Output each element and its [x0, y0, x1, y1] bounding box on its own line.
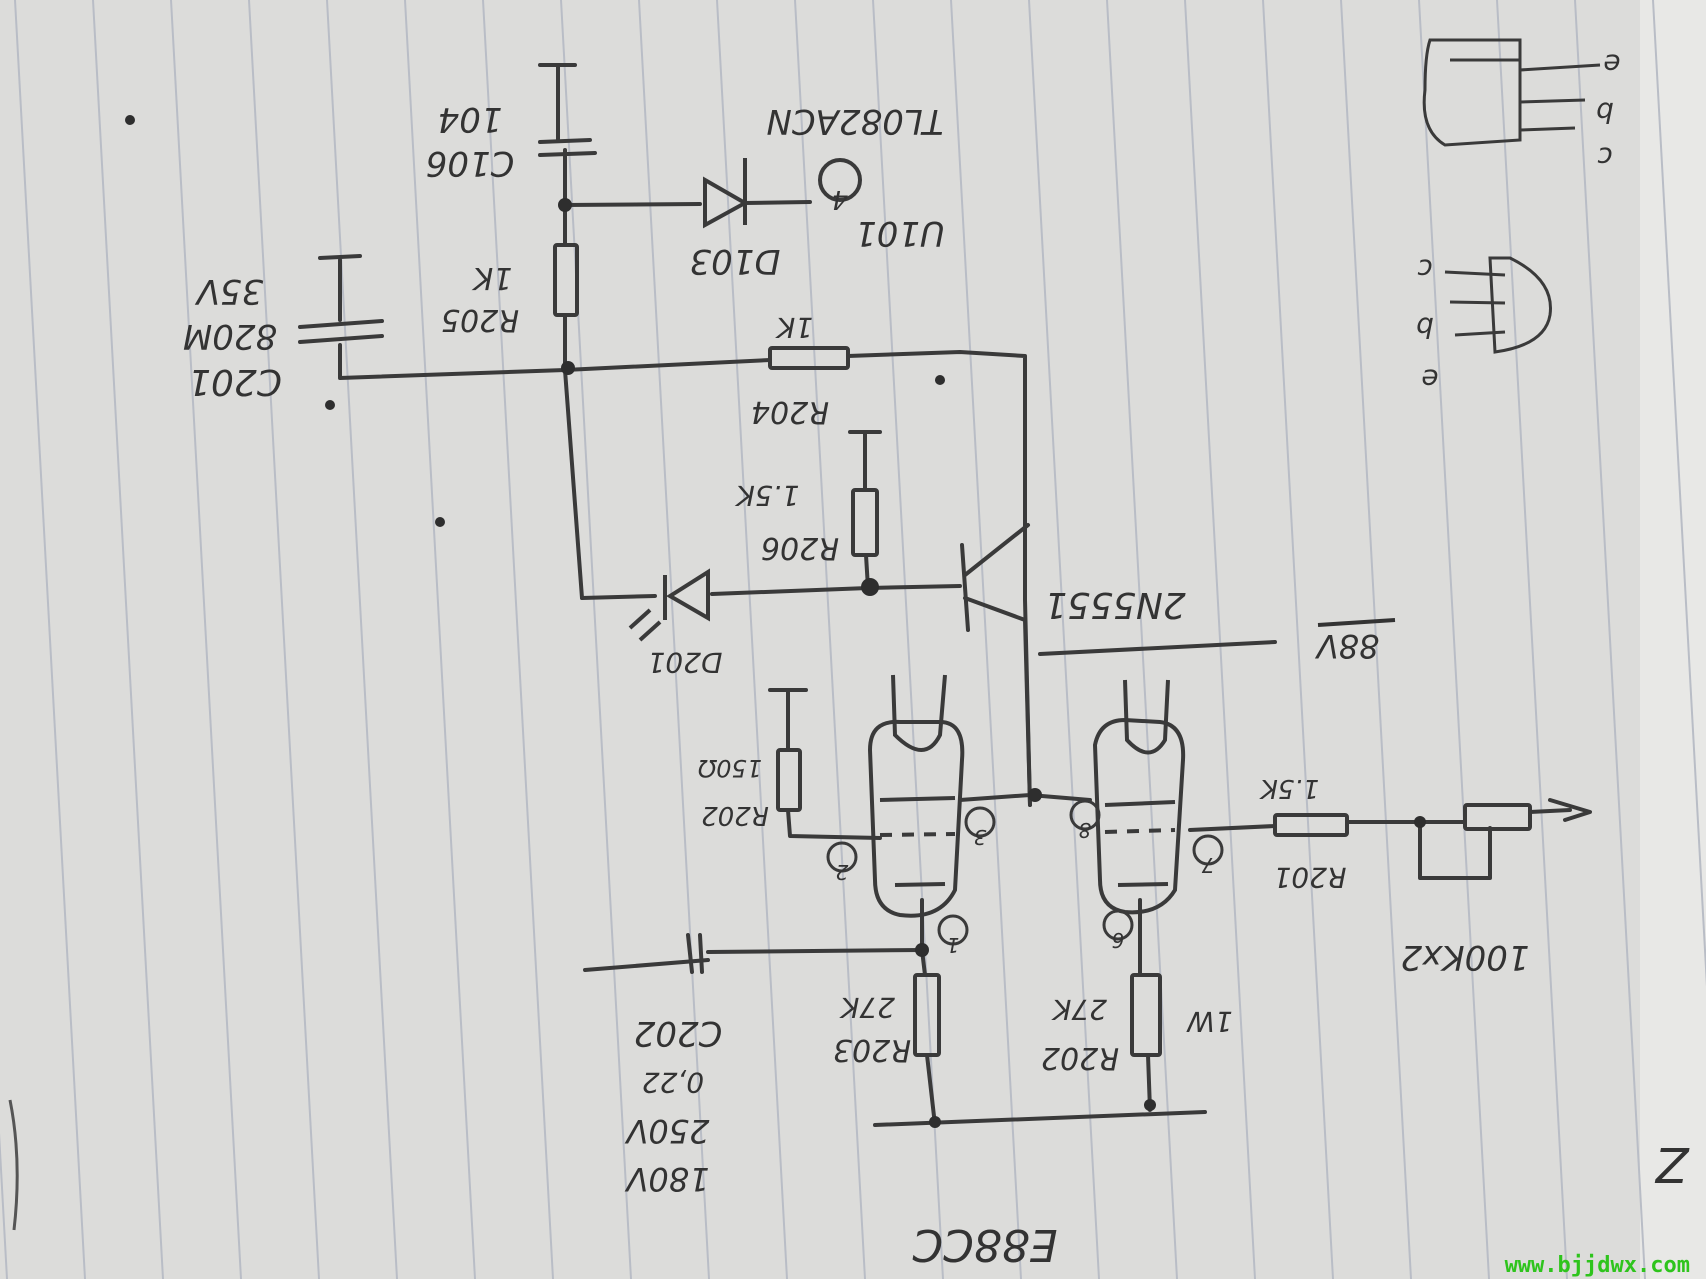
voltage-note-strike — [1317, 618, 1396, 627]
label-voltage-note: 88V — [1315, 627, 1380, 665]
label-pkg1-b: b — [1596, 96, 1614, 129]
label-r204-value: 1K — [774, 311, 813, 344]
ruled-line — [1028, 0, 1100, 1279]
tube-right-envelope — [1092, 679, 1186, 915]
label-r204: R204 — [751, 394, 829, 429]
ruled-line — [404, 0, 476, 1279]
label-u101-type: TL082ACN — [766, 101, 943, 141]
binding-curve — [8, 1099, 19, 1231]
paper-shade-right — [1640, 0, 1706, 1279]
label-r203: R203 — [833, 1032, 911, 1067]
label-r206-value: 1.5K — [734, 479, 800, 512]
label-c201: C201 — [188, 361, 282, 402]
pin4-marker — [818, 158, 862, 202]
label-pkg1-e: e — [1603, 48, 1620, 81]
schematic-labels: C106 104 TL082ACN U101 4 D103 R205 1K C2… — [183, 48, 1691, 1270]
ruled-line — [1652, 0, 1706, 987]
label-r202-bottom-value: 27K — [1050, 993, 1107, 1026]
label-pkg1-c: c — [1597, 141, 1613, 174]
diode-d201-symbol — [628, 568, 710, 642]
ruled-line — [92, 0, 164, 1279]
ruled-line — [1262, 0, 1334, 1279]
ruled-line — [638, 0, 710, 1279]
label-pin3: 3 — [974, 825, 987, 849]
ruled-line — [248, 0, 320, 1279]
label-c201-value: 820M — [183, 316, 277, 356]
label-r201-value: 1.5K — [1259, 773, 1319, 803]
label-c202: C202 — [634, 1013, 723, 1053]
ruled-line — [170, 0, 242, 1279]
label-pin4: 4 — [832, 184, 849, 214]
label-pkg2-e: e — [1421, 363, 1438, 396]
label-r205: R205 — [441, 302, 519, 337]
label-r202-power: 1W — [1186, 1005, 1233, 1038]
ruled-line — [326, 0, 398, 1279]
label-supply: 180V — [624, 1160, 709, 1198]
label-tube: E88CC — [912, 1219, 1058, 1270]
label-r205-value: 1K — [471, 260, 512, 295]
label-c106: C106 — [426, 143, 515, 183]
label-r206: R206 — [761, 530, 839, 565]
tube-left-envelope — [867, 674, 965, 918]
label-r202-top: R202 — [701, 800, 769, 830]
ruled-line — [1340, 0, 1412, 1279]
label-d201: D201 — [647, 646, 722, 679]
ruled-line — [1418, 0, 1490, 1279]
ruled-line — [14, 0, 86, 1279]
ruled-line — [872, 0, 944, 1279]
label-c202-voltage: 250V — [624, 1112, 709, 1150]
diode-d103-symbol — [703, 158, 750, 229]
label-d103: D103 — [689, 241, 780, 281]
watermark: www.bjjdwx.com — [1505, 1253, 1690, 1278]
label-transistor: 2N5551 — [1044, 584, 1185, 625]
ruled-line — [482, 0, 554, 1279]
ruled-line — [1106, 0, 1178, 1279]
ruled-line — [794, 0, 866, 1279]
label-u101: U101 — [855, 213, 945, 253]
label-r201: R201 — [1274, 861, 1347, 894]
junction-dots — [125, 115, 1426, 1128]
label-r202-top-value: 150Ω — [697, 754, 762, 782]
label-c201-voltage: 35V — [194, 271, 263, 311]
ruled-line — [1496, 0, 1568, 1279]
ruled-line — [560, 0, 632, 1279]
label-corner-mark: Z — [1654, 1136, 1690, 1192]
label-pin8: 8 — [1079, 818, 1092, 842]
ruled-line — [1184, 0, 1256, 1279]
package-to126-sketch — [1422, 38, 1601, 147]
label-pkg2-c: c — [1417, 253, 1433, 286]
label-pkg2-b: b — [1416, 311, 1434, 344]
label-pin7: 7 — [1201, 853, 1214, 877]
package-to92-sketch — [1444, 256, 1552, 354]
label-pin1: 1 — [947, 933, 960, 957]
label-pin6: 6 — [1112, 928, 1125, 952]
label-c202-value: 0,22 — [642, 1066, 704, 1099]
label-r202-bottom: R202 — [1041, 1040, 1119, 1075]
pin-circles — [826, 799, 1224, 946]
ruled-line — [1574, 0, 1646, 1279]
label-r203-value: 27K — [838, 991, 895, 1024]
ruled-line — [950, 0, 1022, 1279]
label-pot: 100Kx2 — [1401, 937, 1530, 977]
label-c106-value: 104 — [438, 99, 503, 139]
label-pin2: 2 — [836, 860, 849, 884]
